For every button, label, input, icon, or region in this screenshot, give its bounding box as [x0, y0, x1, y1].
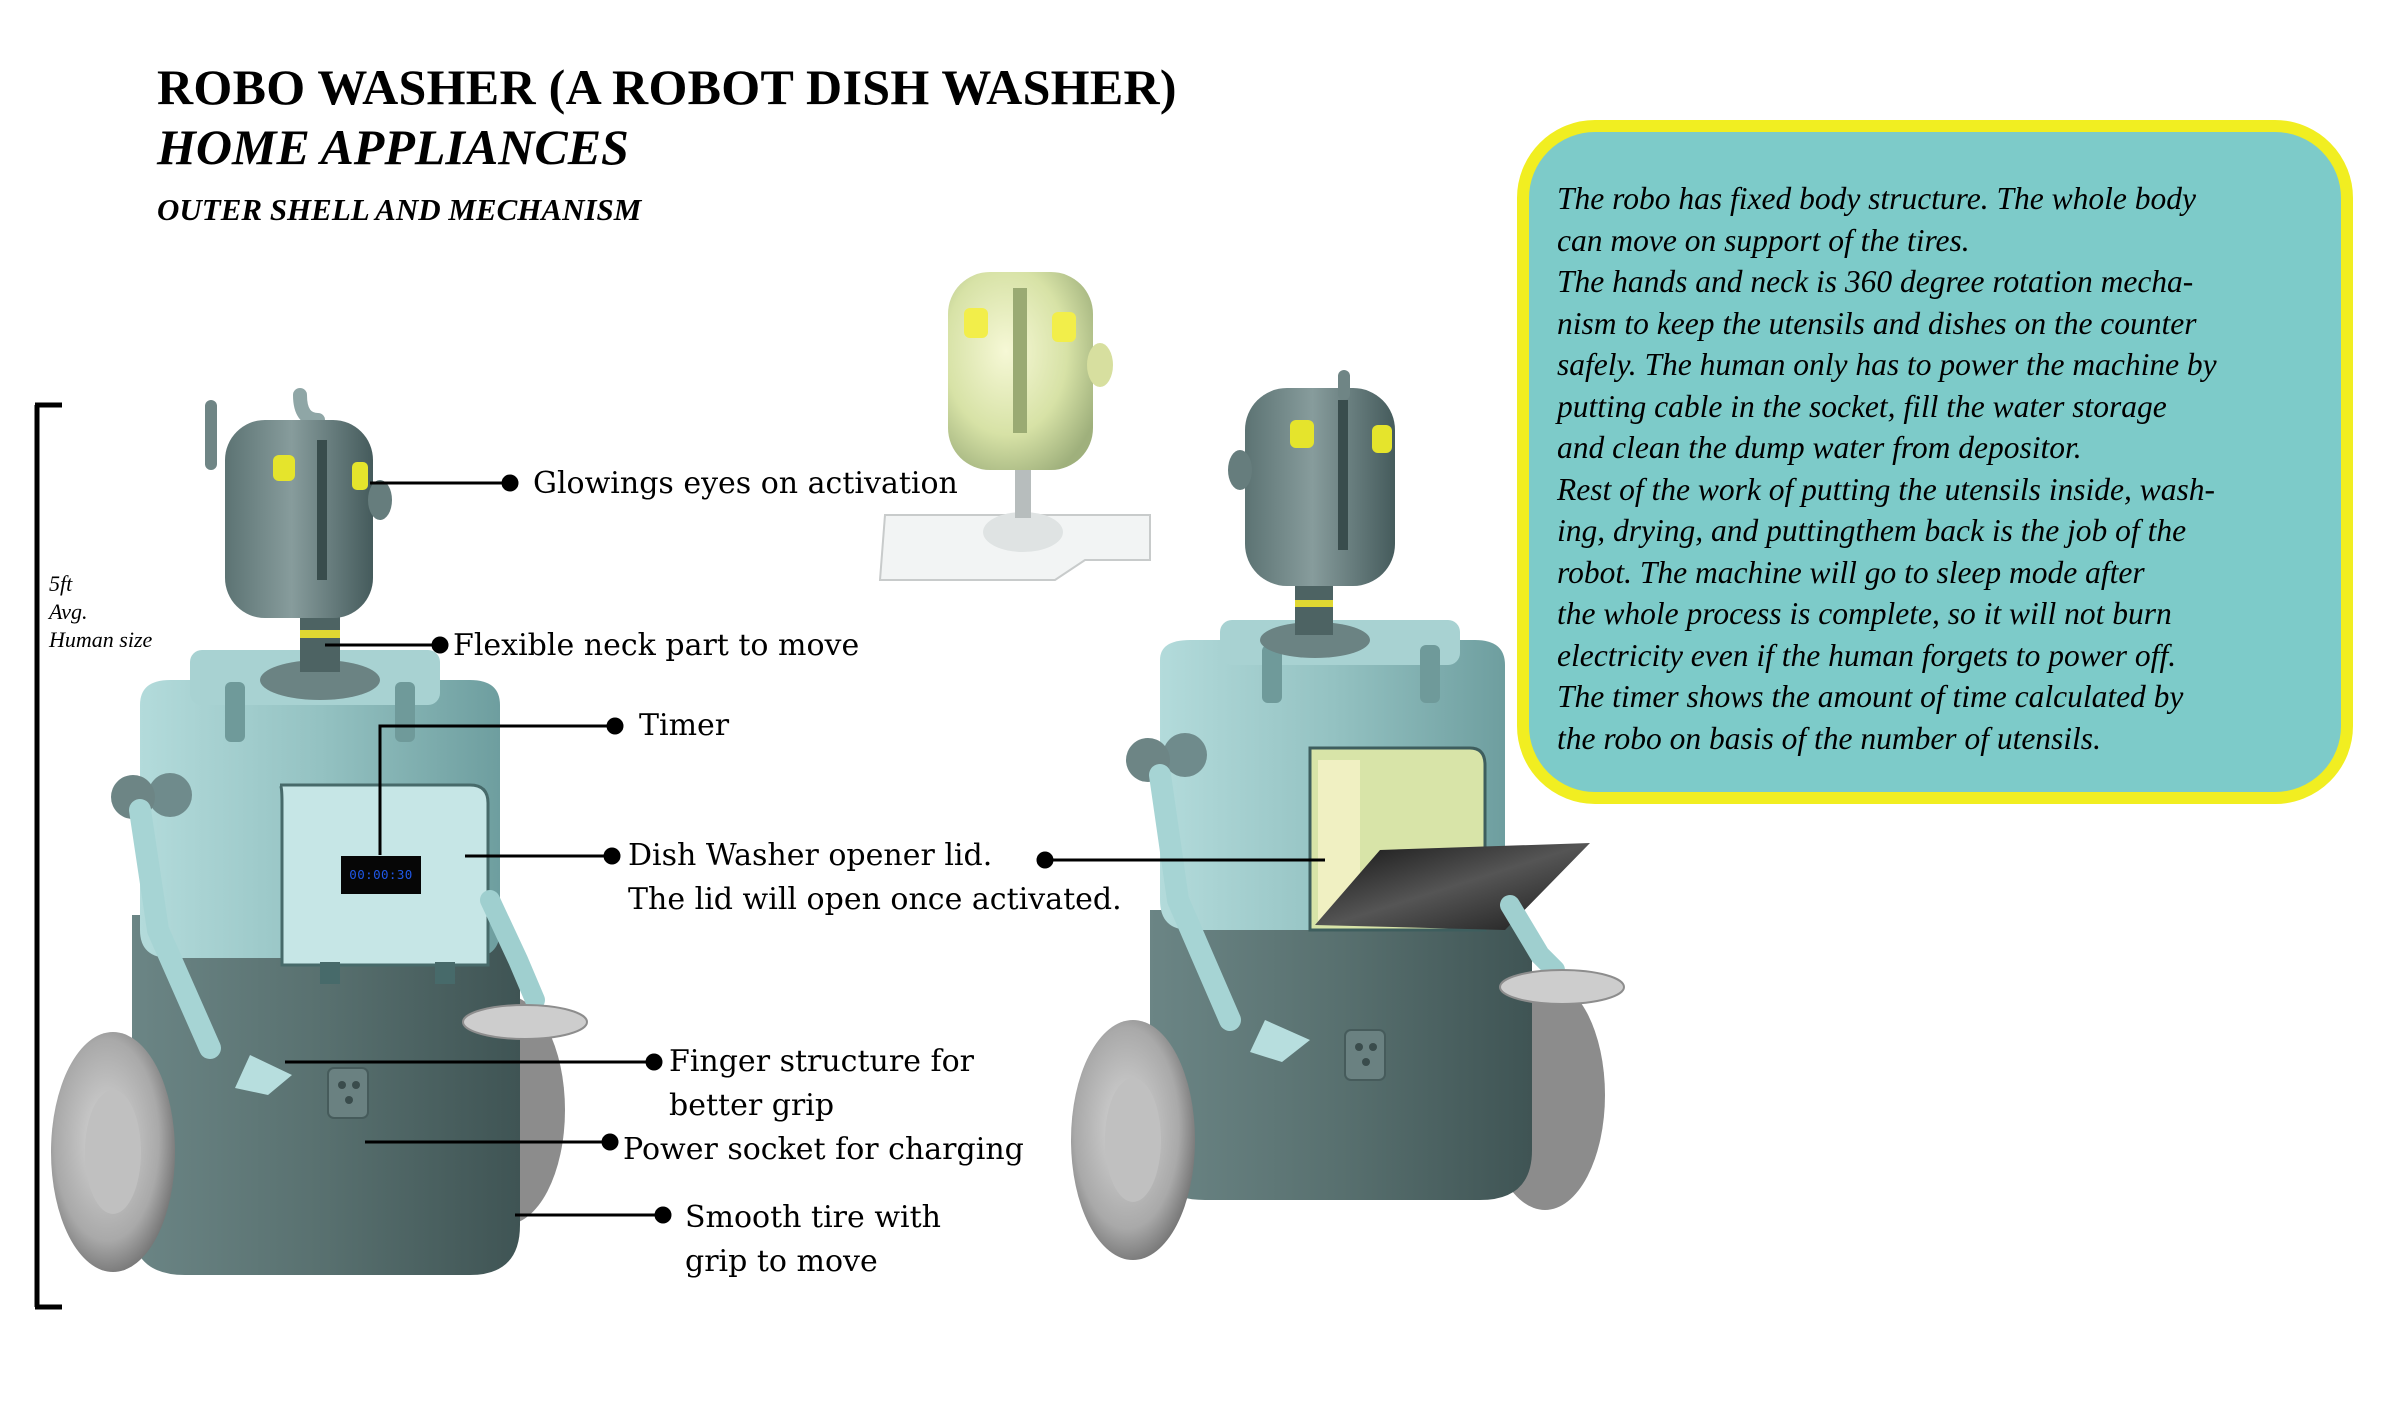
callout-lid-line-2: The lid will open once activated.	[628, 882, 1122, 917]
description-line: and clean the dump water from depositor.	[1557, 430, 2082, 465]
leader-dot-timer	[606, 717, 624, 735]
description-line: ing, drying, and puttingthem back is the…	[1557, 513, 2187, 548]
leader-dot-socket	[601, 1133, 619, 1151]
description-line: The timer shows the amount of time calcu…	[1557, 679, 2184, 714]
callout-tire: Smooth tire with grip to move	[685, 1196, 941, 1284]
callout-lid-line-1: Dish Washer opener lid.	[628, 838, 993, 873]
height-scale-bar	[34, 402, 62, 1310]
description-line: can move on support of the tires.	[1557, 222, 1970, 258]
description-line: the whole process is complete, so it wil…	[1557, 596, 2172, 631]
description-line: nism to keep the utensils and dishes on …	[1557, 305, 2197, 341]
callout-timer: Timer	[639, 708, 730, 743]
callout-eyes: Glowings eyes on activation	[533, 466, 958, 501]
callout-neck: Flexible neck part to move	[453, 628, 860, 663]
timer-screen	[341, 856, 421, 894]
scale-human-size: Human size	[49, 627, 153, 652]
page-title: ROBO WASHER (A ROBOT DISH WASHER)	[157, 59, 1177, 115]
robot-head-glow-view	[878, 272, 1151, 581]
description-line: electricity even if the human forgets to…	[1557, 637, 2177, 673]
leader-dot-lid-open	[1036, 851, 1054, 869]
description-line: the robo on basis of the number of utens…	[1557, 720, 2101, 756]
leader-dot-eyes	[501, 474, 519, 492]
robot-open-lid	[1071, 370, 1625, 1260]
callout-lid: Dish Washer opener lid. The lid will ope…	[628, 834, 1122, 922]
callout-finger-line-1: Finger structure for	[669, 1044, 974, 1079]
leader-dot-lid	[603, 847, 621, 865]
leader-dot-tire	[654, 1206, 672, 1224]
scale-avg: Avg.	[49, 599, 88, 624]
page-subtitle: HOME APPLIANCES	[157, 119, 629, 175]
callout-socket: Power socket for charging	[623, 1132, 1024, 1167]
description-line: putting cable in the socket, fill the wa…	[1557, 388, 2167, 424]
callout-finger: Finger structure for better grip	[669, 1040, 974, 1128]
timer-readout: 00:00:30	[349, 867, 413, 882]
description-line: Rest of the work of putting the utensils…	[1557, 471, 2215, 507]
callout-finger-line-2: better grip	[669, 1088, 835, 1123]
section-heading: OUTER SHELL AND MECHANISM	[157, 192, 642, 227]
description-box: The robo has fixed body structure. The w…	[1517, 120, 2353, 804]
leader-dot-neck	[431, 636, 449, 654]
description-line: The robo has fixed body structure. The w…	[1557, 181, 2196, 216]
description-line: robot. The machine will go to sleep mode…	[1557, 554, 2145, 590]
right-eye	[352, 462, 368, 490]
callout-tire-line-2: grip to move	[685, 1244, 878, 1279]
leader-timer	[378, 724, 615, 855]
description-line: The hands and neck is 360 degree rotatio…	[1557, 264, 2194, 299]
callout-tire-line-1: Smooth tire with	[685, 1200, 941, 1235]
description-line: safely. The human only has to power the …	[1557, 347, 2217, 382]
leader-dot-finger	[645, 1053, 663, 1071]
scale-height: 5ft	[49, 571, 73, 596]
left-eye	[273, 455, 295, 481]
scale-bar-label: 5ft Avg. Human size	[49, 570, 152, 654]
